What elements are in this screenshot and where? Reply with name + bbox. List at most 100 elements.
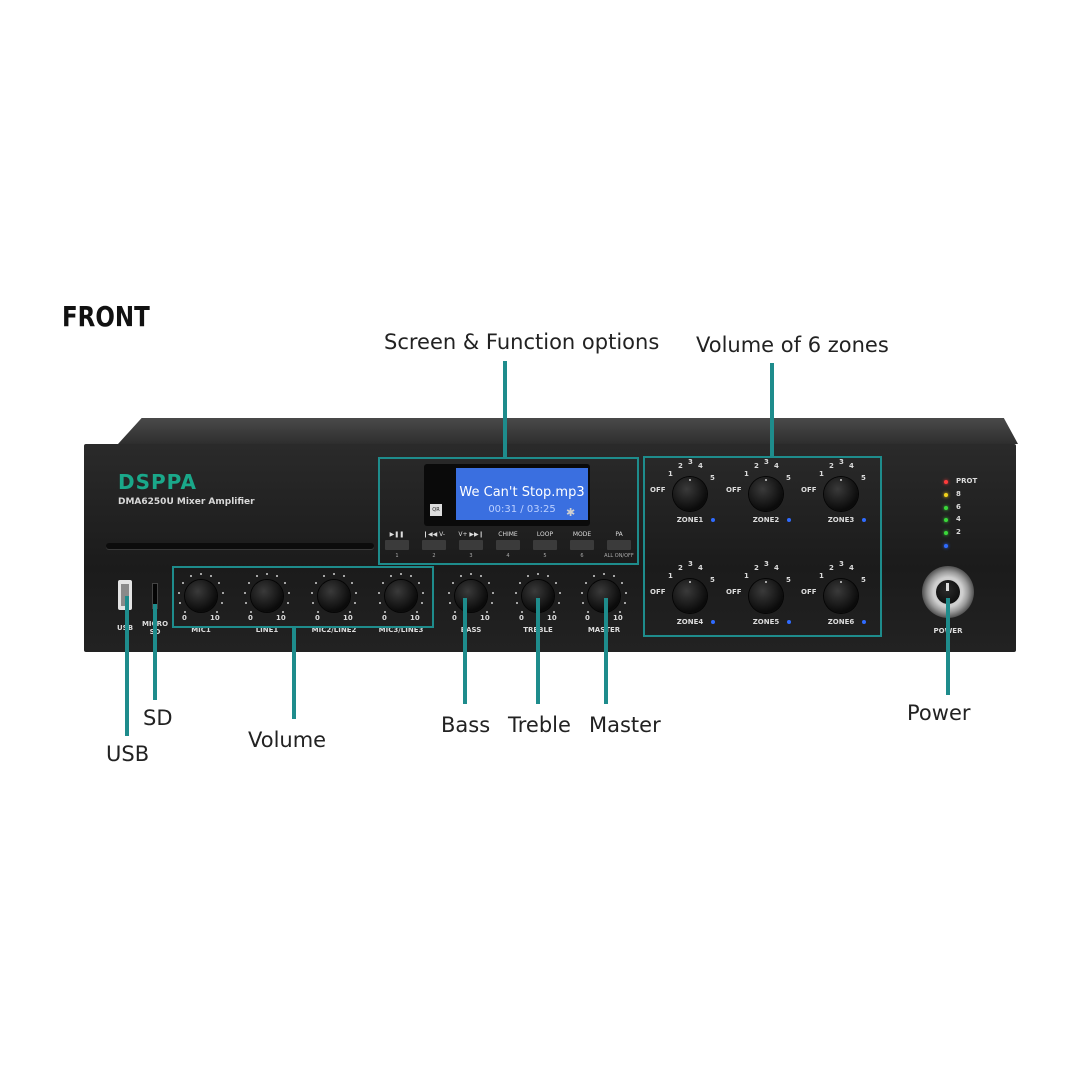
scale-dot	[490, 601, 493, 604]
mic3-line3-knob[interactable]	[385, 580, 417, 612]
scale-dot	[312, 601, 315, 604]
scale-dot	[384, 610, 387, 613]
scale-dot	[557, 601, 560, 604]
brand-logo: DSPPA	[118, 470, 197, 494]
knob-pointer-dot	[689, 581, 691, 583]
knob-max-label: 10	[210, 614, 220, 622]
zone2-label: ZONE2	[752, 516, 780, 524]
track-title: We Can't Stop.mp3	[459, 485, 585, 500]
zone-scale-label: 3	[688, 458, 693, 466]
scale-dot	[491, 591, 494, 594]
qr-code-icon: QR	[430, 504, 442, 516]
mode-button[interactable]	[570, 540, 594, 550]
zone-scale-label: OFF	[650, 486, 666, 494]
play-pause-button[interactable]	[385, 540, 409, 550]
page-heading: FRONT	[62, 300, 150, 333]
led-PROT	[944, 480, 948, 484]
scale-dot	[315, 582, 318, 585]
zone-scale-label: 4	[774, 564, 779, 572]
mic1-knob[interactable]	[185, 580, 217, 612]
bass-knob[interactable]	[455, 580, 487, 612]
scale-dot	[558, 591, 561, 594]
knob-min-label: 0	[585, 614, 590, 622]
zone1-knob[interactable]	[673, 477, 707, 511]
scale-dot	[552, 610, 555, 613]
zone6-knob[interactable]	[824, 579, 858, 613]
zone1-label: ZONE1	[676, 516, 704, 524]
zone-scale-label: 1	[668, 572, 673, 580]
zone-scale-label: 2	[754, 564, 759, 572]
zone4-indicator	[711, 620, 715, 624]
led-label: 4	[956, 515, 961, 524]
scale-dot	[623, 601, 626, 604]
scale-dot	[281, 610, 284, 613]
led-label: 8	[956, 489, 961, 498]
scale-dot	[515, 591, 518, 594]
zone-scale-label: 4	[774, 462, 779, 470]
chime-button[interactable]	[496, 540, 520, 550]
scale-dot	[479, 575, 482, 578]
line1-knob[interactable]	[251, 580, 283, 612]
knob-max-label: 10	[547, 614, 557, 622]
zone-scale-label: 1	[819, 470, 824, 478]
volume-callout-line	[292, 627, 296, 719]
next-vol-up-button[interactable]	[459, 540, 483, 550]
zone-scale-label: 2	[754, 462, 759, 470]
knob-pointer-dot	[689, 479, 691, 481]
mic3-line3-label: MIC3/LINE3	[378, 626, 424, 634]
scale-dot	[521, 610, 524, 613]
scale-dot	[200, 573, 202, 575]
mic2-line2-knob[interactable]	[318, 580, 350, 612]
zone-scale-label: 3	[764, 458, 769, 466]
zone4-knob[interactable]	[673, 579, 707, 613]
fn-num: 6	[580, 553, 584, 559]
scale-dot	[248, 582, 251, 585]
scale-dot	[311, 591, 314, 594]
knob-min-label: 0	[519, 614, 524, 622]
knob-max-label: 10	[276, 614, 286, 622]
zone-scale-label: OFF	[801, 486, 817, 494]
scale-dot	[256, 575, 258, 578]
zone5-knob[interactable]	[749, 579, 783, 613]
scale-dot	[618, 610, 621, 613]
fn-num: 5	[543, 553, 547, 559]
zone-scale-label: 5	[786, 576, 791, 584]
scale-dot	[585, 582, 588, 585]
chassis-top-right	[900, 418, 1018, 444]
sd-callout-line	[153, 604, 157, 700]
fn-num: 3	[469, 553, 473, 559]
pa-button[interactable]	[607, 540, 631, 550]
scale-dot	[581, 591, 584, 594]
scale-dot	[487, 582, 490, 585]
scale-dot	[603, 573, 605, 575]
scale-dot	[220, 601, 223, 604]
scale-dot	[382, 582, 385, 585]
scale-dot	[546, 575, 549, 578]
callout-sd-label: SD	[143, 706, 173, 730]
usb-port-inner	[121, 584, 129, 606]
scale-dot	[333, 573, 335, 575]
scale-dot	[415, 610, 418, 613]
callout-usb-label: USB	[106, 742, 150, 766]
model-name: DMA6250U Mixer Amplifier	[118, 497, 255, 507]
scale-dot	[245, 601, 248, 604]
scale-dot	[587, 610, 590, 613]
loop-button[interactable]	[533, 540, 557, 550]
knob-pointer-dot	[765, 581, 767, 583]
callout-bass-label: Bass	[441, 713, 491, 737]
zone-scale-label: 5	[786, 474, 791, 482]
led-6	[944, 505, 948, 510]
zone2-knob[interactable]	[749, 477, 783, 511]
prev-vol-down-button[interactable]	[422, 540, 446, 550]
fn-label-play: ▶❚❚	[389, 531, 405, 538]
scale-dot	[244, 591, 247, 594]
zone3-knob[interactable]	[824, 477, 858, 511]
bluetooth-icon: ✱	[566, 506, 576, 519]
scale-dot	[620, 582, 623, 585]
zone-scale-label: 2	[829, 462, 834, 470]
scale-dot	[400, 573, 402, 575]
lcd-screen	[456, 468, 588, 520]
scale-dot	[409, 575, 412, 578]
scale-dot	[348, 610, 351, 613]
zone3-label: ZONE3	[827, 516, 855, 524]
